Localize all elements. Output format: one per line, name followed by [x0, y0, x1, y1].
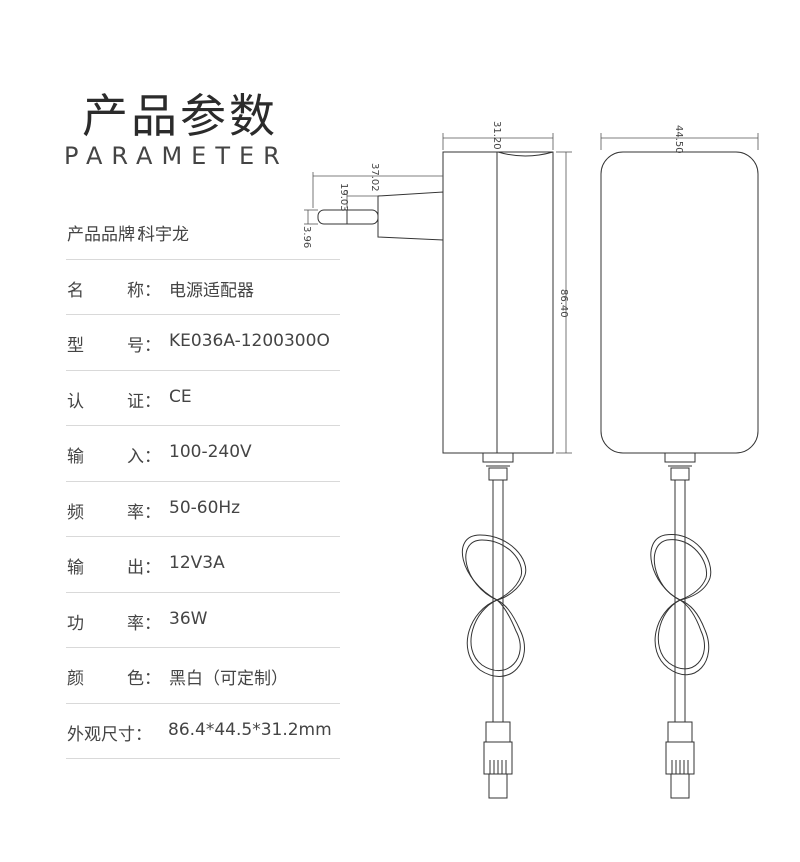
param-label-suffix: 率：: [127, 502, 161, 523]
param-row-size: 外观尺寸： 86.4*44.5*31.2mm: [66, 704, 340, 759]
side-view-top-curve: [497, 151, 554, 157]
param-row-output: 输 出： 12V3A: [66, 537, 340, 593]
dim-plug-length: 37.02: [369, 163, 380, 192]
dim-plug-pin: 19.03: [338, 183, 349, 212]
param-value: KE036A-1200300O: [169, 331, 330, 351]
param-label: 型: [67, 336, 84, 356]
param-label-suffix: 证：: [127, 391, 161, 412]
param-value: 50-60Hz: [169, 497, 241, 518]
param-value: 36W: [169, 608, 208, 629]
param-row-power: 功 率： 36W: [66, 593, 340, 648]
side-view-body: [442, 151, 554, 454]
page-title: 产品参数: [82, 89, 278, 143]
param-label: 功: [67, 613, 84, 634]
front-strain-relief: [664, 453, 696, 463]
param-label: 认: [67, 391, 84, 412]
front-cable-coil: [650, 534, 712, 676]
side-dc-plug: [488, 773, 508, 799]
dim-height: 86.40: [558, 289, 569, 318]
param-row-name: 名 称： 电源适配器: [66, 260, 340, 315]
dim-pin-diameter: 3.96: [301, 226, 312, 248]
param-row-frequency: 频 率： 50-60Hz: [66, 482, 340, 537]
param-label-suffix: 出：: [127, 558, 161, 578]
param-label-suffix: 称：: [127, 280, 161, 301]
parameter-list: 产品品牌： 科宇龙 名 称： 电源适配器 型 号： KE036A-1200300…: [66, 204, 340, 759]
param-label: 外观尺寸：: [67, 724, 152, 745]
front-dc-plug: [670, 773, 690, 799]
param-value: 86.4*44.5*31.2mm: [168, 719, 332, 740]
plug-base: [377, 191, 444, 241]
param-label: 输: [67, 558, 84, 578]
param-value: CE: [169, 386, 192, 407]
param-value: 科宇龙: [138, 225, 189, 245]
param-label: 名: [67, 280, 84, 301]
dim-width: 44.50: [673, 125, 684, 154]
page-subtitle: PARAMETER: [64, 142, 289, 170]
param-label: 产品品牌：: [67, 225, 152, 245]
param-row-color: 颜 色： 黑白（可定制）: [66, 648, 340, 704]
param-label: 输: [67, 447, 84, 467]
param-label: 颜: [67, 669, 84, 689]
param-value: 100-240V: [169, 442, 252, 462]
param-value: 黑白（可定制）: [169, 669, 288, 689]
plug-pin: [317, 209, 379, 225]
param-row-brand: 产品品牌： 科宇龙: [66, 204, 340, 260]
dim-depth: 31.20: [491, 121, 502, 150]
param-label-suffix: 号：: [127, 336, 161, 356]
param-label-suffix: 率：: [127, 613, 161, 634]
param-label-suffix: 色：: [127, 669, 161, 689]
param-value: 12V3A: [169, 553, 225, 573]
param-row-input: 输 入： 100-240V: [66, 426, 340, 482]
param-row-model: 型 号： KE036A-1200300O: [66, 315, 340, 371]
param-value: 电源适配器: [169, 280, 254, 301]
front-view-body: [600, 151, 759, 454]
param-label: 频: [67, 502, 84, 523]
adapter-technical-drawing: 31.20 44.50 86.40 37.02 19.03 3.96: [301, 121, 759, 799]
param-row-certification: 认 证： CE: [66, 371, 340, 426]
side-strain-relief: [482, 453, 514, 463]
param-label-suffix: 入：: [127, 447, 161, 467]
